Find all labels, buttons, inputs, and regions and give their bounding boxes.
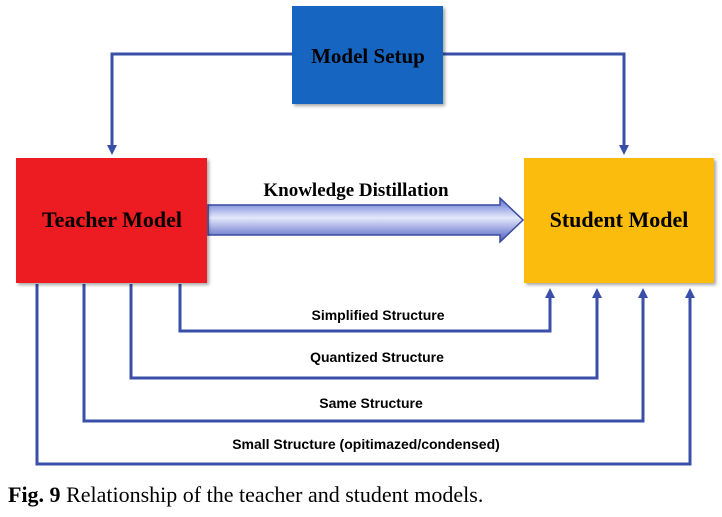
- same-structure-label: Same Structure: [319, 395, 423, 411]
- model-setup-label: Model Setup: [311, 44, 425, 68]
- small-structure-label: Small Structure (opitimazed/condensed): [232, 436, 500, 452]
- teacher-model-box: [16, 158, 207, 283]
- quantized-structure-connector: [129, 284, 602, 380]
- knowledge-distillation-label: Knowledge Distillation: [263, 180, 449, 201]
- same-structure-connector: [82, 284, 648, 423]
- quantized-structure-label: Quantized Structure: [310, 349, 444, 365]
- figure-caption: Fig. 9 Relationship of the teacher and s…: [8, 482, 714, 508]
- teacher-model-label: Teacher Model: [42, 207, 182, 232]
- figure-number: Fig. 9: [8, 482, 61, 507]
- model-setup-box: [292, 6, 443, 104]
- small-structure-connector: [35, 284, 695, 466]
- simplified-structure-label: Simplified Structure: [311, 307, 444, 323]
- figure-caption-text: Relationship of the teacher and student …: [60, 482, 484, 507]
- student-model-box: [524, 158, 714, 283]
- setup-to-teacher-connector: [107, 52, 292, 155]
- setup-to-student-connector: [443, 52, 629, 155]
- knowledge-distillation-arrow: [207, 196, 525, 244]
- simplified-structure-connector: [178, 284, 555, 333]
- student-model-label: Student Model: [550, 207, 689, 232]
